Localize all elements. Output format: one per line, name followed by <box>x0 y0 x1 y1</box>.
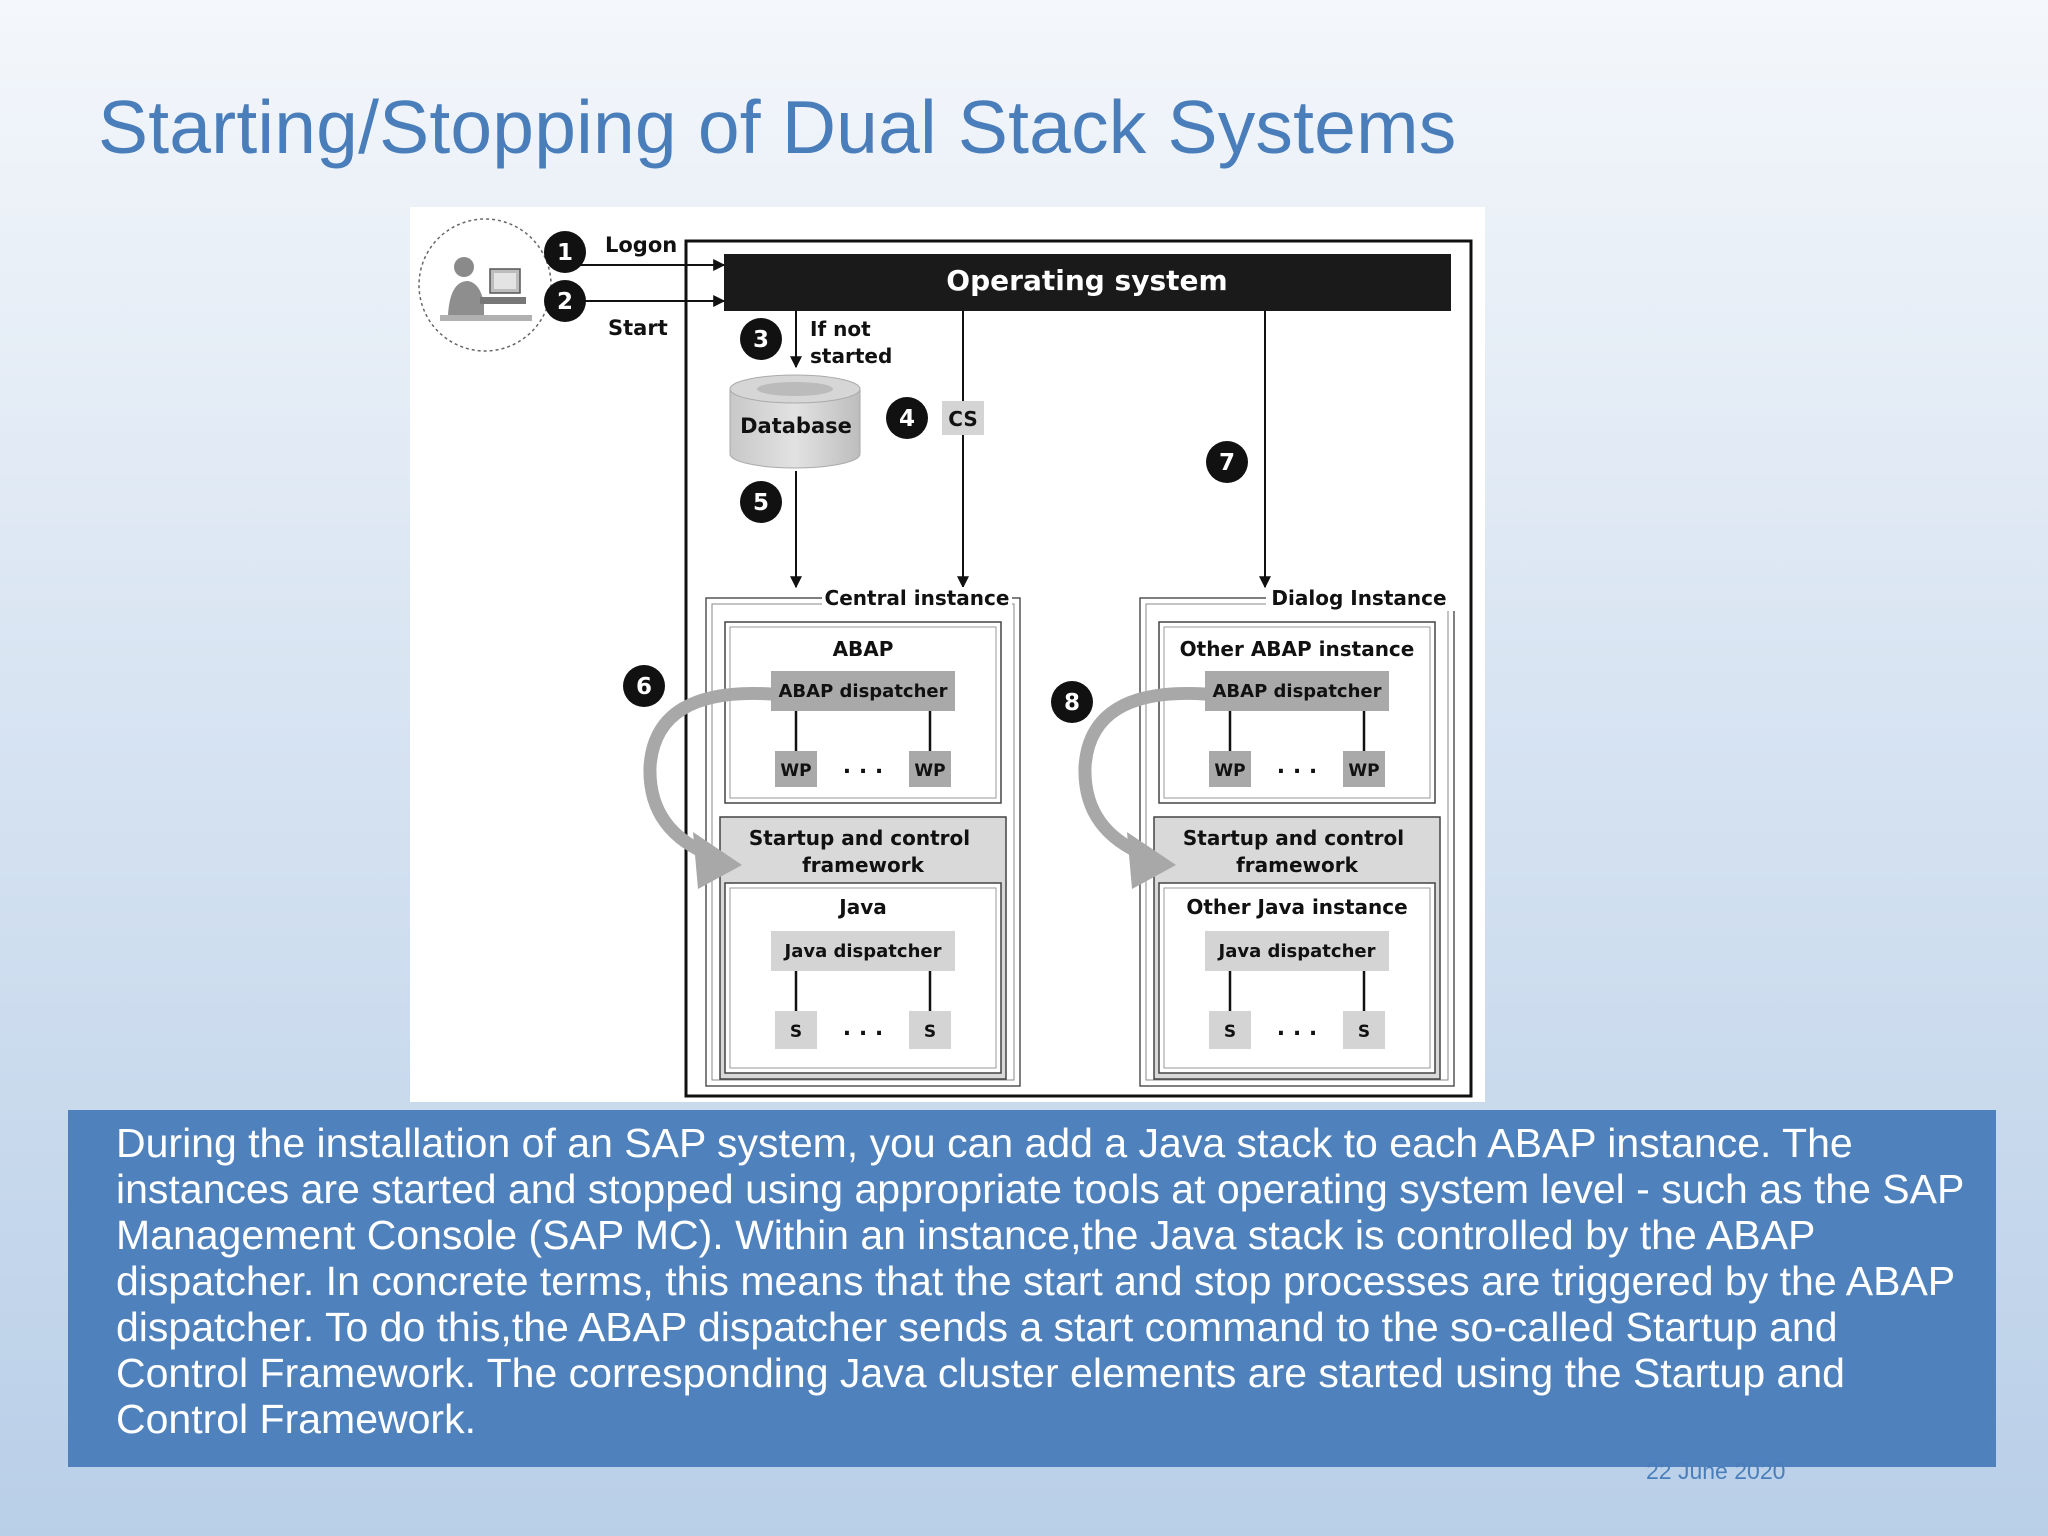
central-abap-box <box>724 621 1002 804</box>
operating-system-bar <box>724 254 1451 311</box>
svg-text:ABAP dispatcher: ABAP dispatcher <box>778 681 947 702</box>
svg-text:8: 8 <box>1064 690 1080 716</box>
svg-text:ABAP dispatcher: ABAP dispatcher <box>1212 681 1381 702</box>
dialog-java-box <box>1158 882 1436 1074</box>
central-wp-2 <box>909 751 951 787</box>
dialog-wp-dots: . . . <box>1277 754 1317 779</box>
dialog-abap-dispatcher <box>1205 671 1389 711</box>
description-text: During the installation of an SAP system… <box>116 1120 1964 1442</box>
footer-date: 22 June 2020 <box>1646 1458 1786 1484</box>
dialog-java-dispatcher <box>1205 931 1389 971</box>
step-badge-5: 5 <box>740 481 782 523</box>
svg-text:S: S <box>1224 1022 1236 1042</box>
svg-text:1: 1 <box>557 240 573 266</box>
if-not-started-label: If not started <box>810 317 892 368</box>
svg-text:Java dispatcher: Java dispatcher <box>1217 941 1376 962</box>
step-badge-1: 1 <box>544 231 586 273</box>
dialog-server-2 <box>1343 1011 1385 1049</box>
step-badge-7: 7 <box>1206 441 1248 483</box>
description-box: During the installation of an SAP system… <box>68 1110 1996 1467</box>
svg-text:Java dispatcher: Java dispatcher <box>783 941 942 962</box>
svg-text:7: 7 <box>1219 450 1235 476</box>
svg-text:S: S <box>790 1022 802 1042</box>
central-wp-dots: . . . <box>843 754 883 779</box>
database-icon <box>729 374 861 469</box>
step-6-arrow <box>643 686 778 864</box>
user-icon <box>418 218 552 352</box>
dialog-server-dots: . . . <box>1277 1016 1317 1041</box>
dialog-wp-1 <box>1209 751 1251 787</box>
dialog-instance-label: Dialog Instance <box>1271 586 1446 610</box>
central-abap-dispatcher <box>771 671 955 711</box>
svg-text:6: 6 <box>636 674 652 700</box>
svg-text:4: 4 <box>899 406 915 432</box>
central-server-2 <box>909 1011 951 1049</box>
dialog-abap-box <box>1158 621 1436 804</box>
central-instance-label: Central instance <box>825 586 1010 610</box>
database-label: Database <box>740 414 852 438</box>
central-wp-1 <box>775 751 817 787</box>
central-framework-label: Startup and control framework <box>749 826 977 877</box>
central-abap-title: ABAP <box>833 637 894 661</box>
svg-text:S: S <box>924 1022 936 1042</box>
dialog-abap-title: Other ABAP instance <box>1180 637 1415 661</box>
dialog-java-title: Other Java instance <box>1186 895 1407 919</box>
svg-text:WP: WP <box>914 761 945 781</box>
svg-text:3: 3 <box>753 327 769 353</box>
central-server-dots: . . . <box>843 1016 883 1041</box>
step-badge-4: 4 <box>886 397 928 439</box>
dual-stack-diagram: Operating system Logon Start 1 2 3 If no… <box>410 207 1485 1102</box>
cs-label: CS <box>948 407 977 431</box>
logon-label: Logon <box>605 233 677 257</box>
central-java-title: Java <box>837 895 886 919</box>
svg-text:2: 2 <box>557 289 573 315</box>
step-badge-3: 3 <box>740 318 782 360</box>
cs-box <box>942 401 984 435</box>
operating-system-label: Operating system <box>946 264 1227 297</box>
system-boundary <box>684 239 1473 1098</box>
dialog-wp-2 <box>1343 751 1385 787</box>
svg-text:S: S <box>1358 1022 1370 1042</box>
svg-text:WP: WP <box>780 761 811 781</box>
svg-text:WP: WP <box>1214 761 1245 781</box>
start-label: Start <box>608 316 668 340</box>
step-badge-8: 8 <box>1051 681 1093 723</box>
central-java-dispatcher <box>771 931 955 971</box>
svg-text:5: 5 <box>753 490 769 516</box>
central-java-box <box>724 882 1002 1074</box>
step-badge-6: 6 <box>623 665 665 707</box>
dialog-server-1 <box>1209 1011 1251 1049</box>
dialog-framework-label: Startup and control framework <box>1183 826 1411 877</box>
svg-text:WP: WP <box>1348 761 1379 781</box>
step-badge-2: 2 <box>544 280 586 322</box>
step-8-arrow <box>1078 686 1212 864</box>
central-server-1 <box>775 1011 817 1049</box>
slide-title: Starting/Stopping of Dual Stack Systems <box>98 85 1457 169</box>
